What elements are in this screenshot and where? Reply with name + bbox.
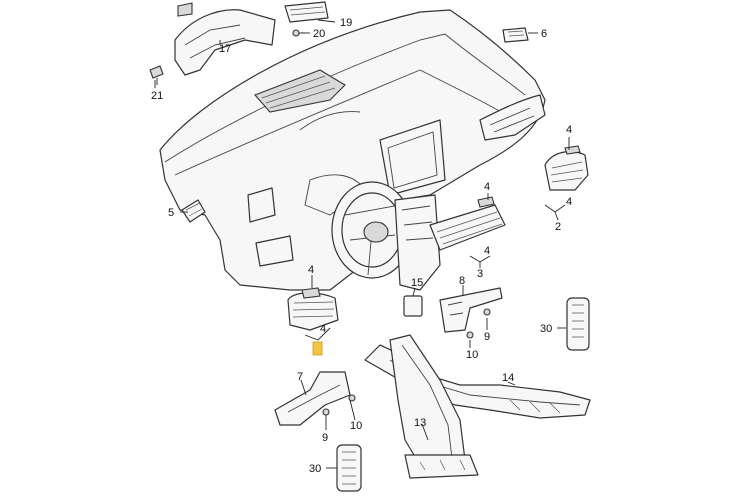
label-30-a: 30 [540, 323, 552, 335]
part-17-air-duct[interactable] [174, 2, 276, 76]
part-6-speaker-grille[interactable] [502, 27, 529, 43]
part-7-lower-duct[interactable] [274, 371, 356, 426]
label-10-a: 10 [466, 349, 478, 361]
part-4-left-vent[interactable] [287, 287, 339, 356]
label-13: 13 [414, 417, 426, 429]
left-lower-vent [247, 187, 294, 267]
label-4-d: 4 [484, 245, 490, 257]
label-10-b: 10 [350, 420, 362, 432]
label-4-e: 4 [308, 264, 314, 276]
label-9-a: 9 [484, 331, 490, 343]
label-17: 17 [219, 43, 231, 55]
part-labels: 20 19 17 21 6 4 5 4 4 2 4 3 4 15 8 9 10 … [151, 17, 572, 475]
part-21-clip [149, 65, 164, 85]
label-15: 15 [411, 277, 423, 289]
label-2: 2 [555, 221, 561, 233]
label-7: 7 [297, 371, 303, 383]
label-19: 19 [340, 17, 352, 29]
part-30-cover-right[interactable] [566, 297, 590, 351]
label-14: 14 [502, 372, 514, 384]
label-9-b: 9 [322, 432, 328, 444]
part-19-defroster-vent[interactable] [284, 1, 329, 23]
label-4-f: 4 [320, 323, 326, 335]
left-end-vent[interactable] [181, 199, 206, 223]
label-4-b: 4 [484, 181, 490, 193]
highlight-marker [312, 341, 323, 356]
label-5: 5 [168, 207, 174, 219]
label-20: 20 [313, 28, 325, 40]
part-3-center-vent[interactable] [429, 196, 506, 251]
part-30-cover-bottom[interactable] [336, 444, 362, 492]
part-15-switch-blank[interactable] [403, 295, 423, 317]
part-2-right-outer-vent[interactable] [544, 145, 589, 191]
label-4-c: 4 [566, 196, 572, 208]
part-13-rear-duct[interactable] [389, 334, 479, 479]
part-8-bracket[interactable] [439, 287, 503, 339]
leader-lines [154, 19, 570, 469]
label-4-a: 4 [566, 124, 572, 136]
center-console [394, 194, 441, 291]
label-8: 8 [459, 275, 465, 287]
label-3: 3 [477, 268, 483, 280]
label-30-b: 30 [309, 463, 321, 475]
label-21: 21 [151, 90, 163, 102]
label-6: 6 [541, 28, 547, 40]
